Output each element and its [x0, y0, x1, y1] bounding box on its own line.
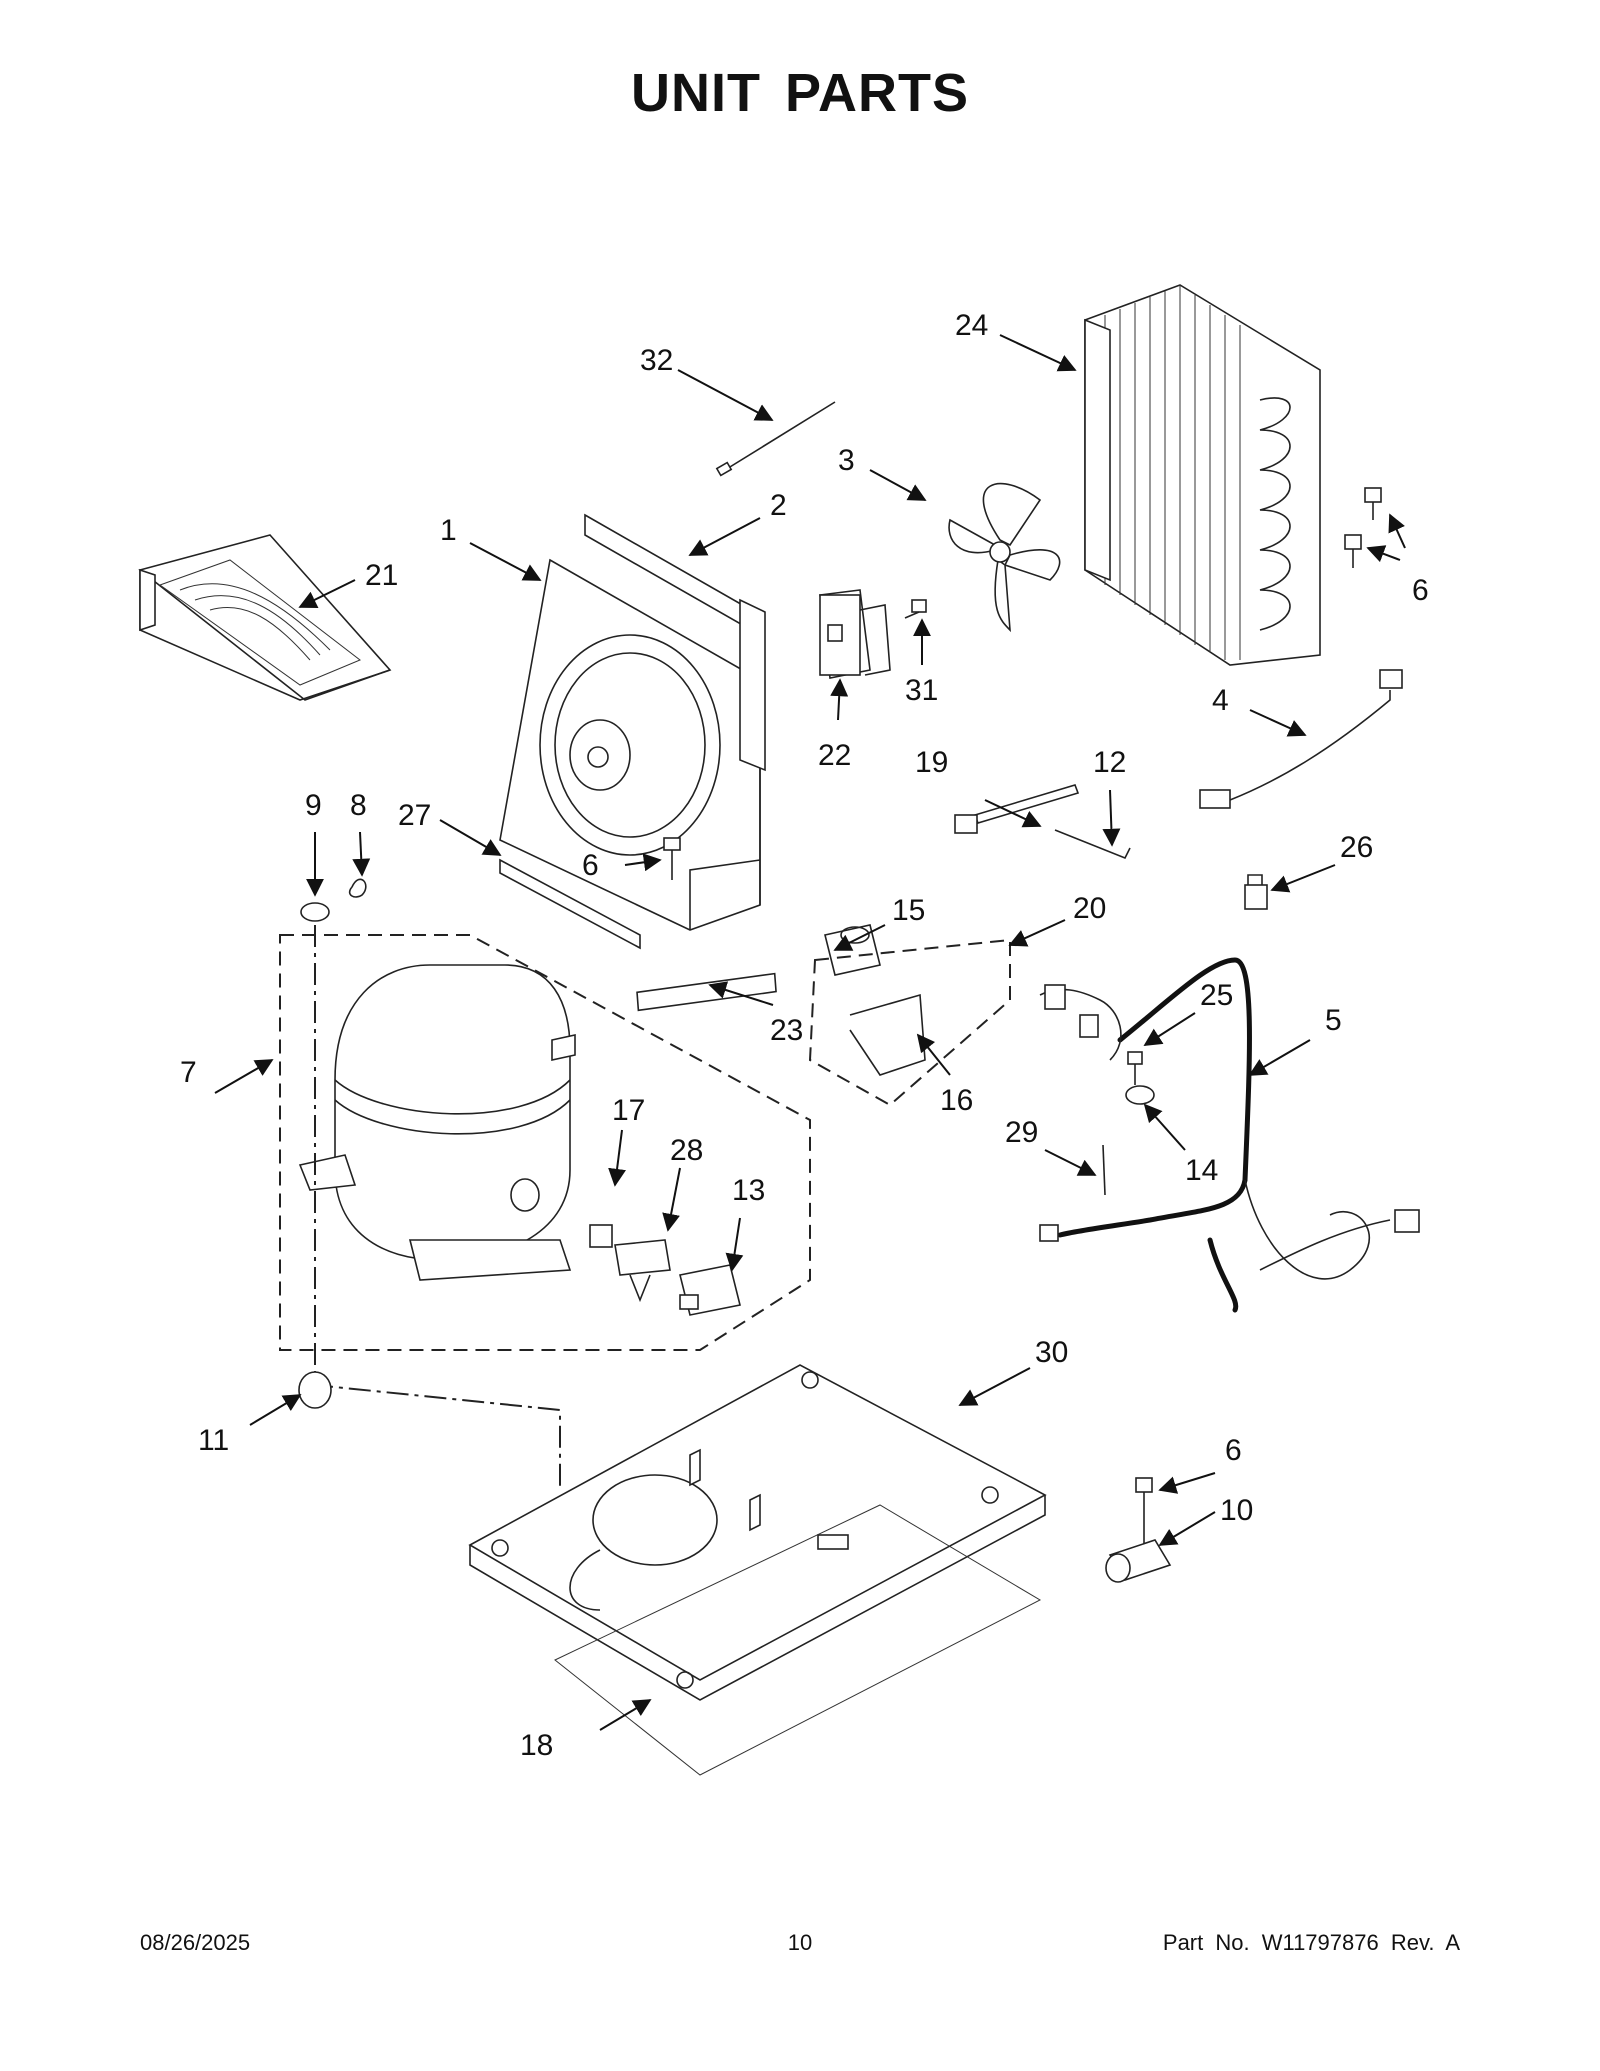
drain-pan-part [138, 534, 392, 701]
callout-8: 8 [350, 789, 367, 822]
callout-18: 18 [520, 1729, 553, 1762]
seal-strip-part [584, 513, 766, 772]
sensor-wire-part [724, 401, 836, 471]
mounting-centerline [314, 925, 561, 1490]
clip-part [1244, 874, 1268, 910]
gasket-part [499, 858, 641, 950]
motor-screw-part [904, 599, 927, 619]
main-wire-harness-part [1039, 957, 1420, 1313]
callout-27: 27 [398, 799, 431, 832]
capacitor-part [679, 1264, 741, 1316]
callout-32: 32 [640, 344, 673, 377]
callout-16: 16 [940, 1084, 973, 1117]
callout-6-condenser: 6 [1412, 574, 1429, 607]
callout-9: 9 [305, 789, 322, 822]
fan-blade-part [948, 482, 1061, 633]
callout-24: 24 [955, 309, 988, 342]
callout-31: 31 [905, 674, 938, 707]
fan-shroud-part [499, 558, 761, 931]
clamp-part [1125, 1085, 1155, 1105]
base-pad-part [554, 1504, 1042, 1776]
screw-and-clamp-part [1105, 1477, 1172, 1583]
harness-screw-part [1127, 1051, 1143, 1085]
callout-1: 1 [440, 514, 457, 547]
callout-2: 2 [770, 489, 787, 522]
base-plate-part [468, 1364, 1047, 1701]
footer-page-number: 10 [787, 1930, 813, 1955]
callout-15: 15 [892, 894, 925, 927]
drain-tube-part [1054, 829, 1131, 860]
callout-5: 5 [1325, 1004, 1342, 1037]
callout-labels: 1 2 3 4 5 6 6 6 7 8 9 10 11 12 13 14 15 … [180, 309, 1429, 1762]
callout-10: 10 [1220, 1494, 1253, 1527]
overload-protector-part [589, 1224, 613, 1248]
footer-part-number: Part No. W11797876 Rev. A [1162, 1930, 1460, 1955]
callout-13: 13 [732, 1174, 765, 1207]
filter-drier-part [636, 972, 777, 1012]
wire-harness-small-part [1199, 669, 1403, 809]
callout-12: 12 [1093, 746, 1126, 779]
bracket-group-outline [808, 938, 1011, 1107]
page-title: UNIT PARTS [631, 63, 969, 123]
fan-motor-part [819, 589, 891, 679]
start-relay-part [614, 1239, 671, 1303]
callout-6-shroud: 6 [582, 849, 599, 882]
footer-date: 08/26/2025 [140, 1930, 251, 1955]
callout-28: 28 [670, 1134, 703, 1167]
compressor-grommet-part [298, 1371, 332, 1409]
grommet-part [300, 902, 330, 922]
callout-30: 30 [1035, 1336, 1068, 1369]
compressor-kit-outline [279, 934, 811, 1351]
bracket-part [849, 993, 926, 1076]
condenser-part [1084, 284, 1321, 666]
callout-7: 7 [180, 1056, 197, 1089]
callout-21: 21 [365, 559, 398, 592]
callout-arrows [214, 334, 1406, 1731]
callout-29: 29 [1005, 1116, 1038, 1149]
callout-19: 19 [915, 746, 948, 779]
screw-part [663, 837, 681, 880]
callout-22: 22 [818, 739, 851, 772]
callout-25: 25 [1200, 979, 1233, 1012]
callout-20: 20 [1073, 892, 1106, 925]
compressor-part [298, 964, 576, 1281]
callout-26: 26 [1340, 831, 1373, 864]
callout-6-base: 6 [1225, 1434, 1242, 1467]
callout-3: 3 [838, 444, 855, 477]
callout-14: 14 [1185, 1154, 1218, 1187]
cable-tie-part [1102, 1144, 1106, 1196]
callout-17: 17 [612, 1094, 645, 1127]
tie-strap-part [954, 784, 1080, 834]
callout-23: 23 [770, 1014, 803, 1047]
screws-part [1344, 487, 1382, 568]
clip-small-part [348, 878, 367, 898]
callout-4: 4 [1212, 684, 1229, 717]
callout-11: 11 [198, 1424, 229, 1457]
